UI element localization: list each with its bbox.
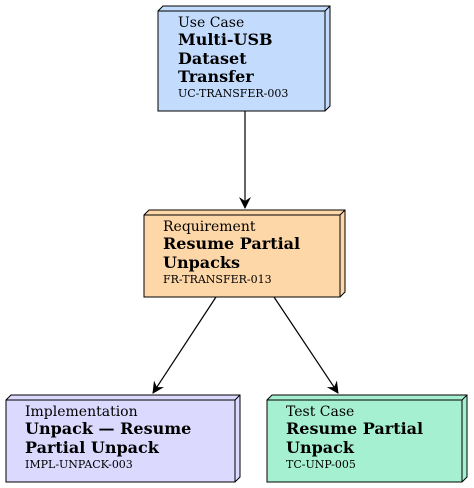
node-implementation-kind: Implementation <box>25 404 138 420</box>
node-requirement-box <box>143 209 346 298</box>
edge-requirement-to-implementation <box>152 296 217 394</box>
node-testcase-code: TC-UNP-005 <box>286 458 356 471</box>
node-usecase-title-line-3: Transfer <box>178 67 254 86</box>
node-usecase-corner <box>324 5 331 12</box>
edge-requirement-to-testcase <box>273 296 339 394</box>
node-requirement-corner <box>339 209 346 216</box>
node-usecase[interactable]: Use Case Multi-USB Dataset Transfer UC-T… <box>157 5 331 112</box>
node-implementation-corner <box>234 394 241 401</box>
node-requirement[interactable]: Requirement Resume Partial Unpacks FR-TR… <box>143 209 346 298</box>
node-testcase-title-line-2: Unpack <box>286 438 355 457</box>
node-requirement-title-line-1: Resume Partial <box>163 234 300 253</box>
node-usecase-kind: Use Case <box>178 15 244 31</box>
node-implementation-title-line-1: Unpack — Resume <box>25 419 191 438</box>
node-usecase-title-line-1: Multi-USB <box>178 30 273 49</box>
node-requirement-title-line-2: Unpacks <box>163 253 240 272</box>
node-implementation[interactable]: Implementation Unpack — Resume Partial U… <box>5 394 241 483</box>
node-requirement-code: FR-TRANSFER-013 <box>163 273 272 286</box>
node-requirement-kind: Requirement <box>163 219 256 235</box>
node-implementation-box <box>5 394 241 483</box>
node-testcase-kind: Test Case <box>286 404 354 420</box>
node-usecase-code: UC-TRANSFER-003 <box>178 87 288 100</box>
node-implementation-code: IMPL-UNPACK-003 <box>25 458 133 471</box>
node-testcase-box <box>266 394 468 483</box>
node-testcase-title-line-1: Resume Partial <box>286 419 423 438</box>
node-testcase[interactable]: Test Case Resume Partial Unpack TC-UNP-0… <box>266 394 468 483</box>
node-usecase-box <box>157 5 331 112</box>
node-implementation-title-line-2: Partial Unpack <box>25 438 160 457</box>
node-testcase-corner <box>461 394 468 401</box>
node-usecase-title-line-2: Dataset <box>178 49 247 68</box>
